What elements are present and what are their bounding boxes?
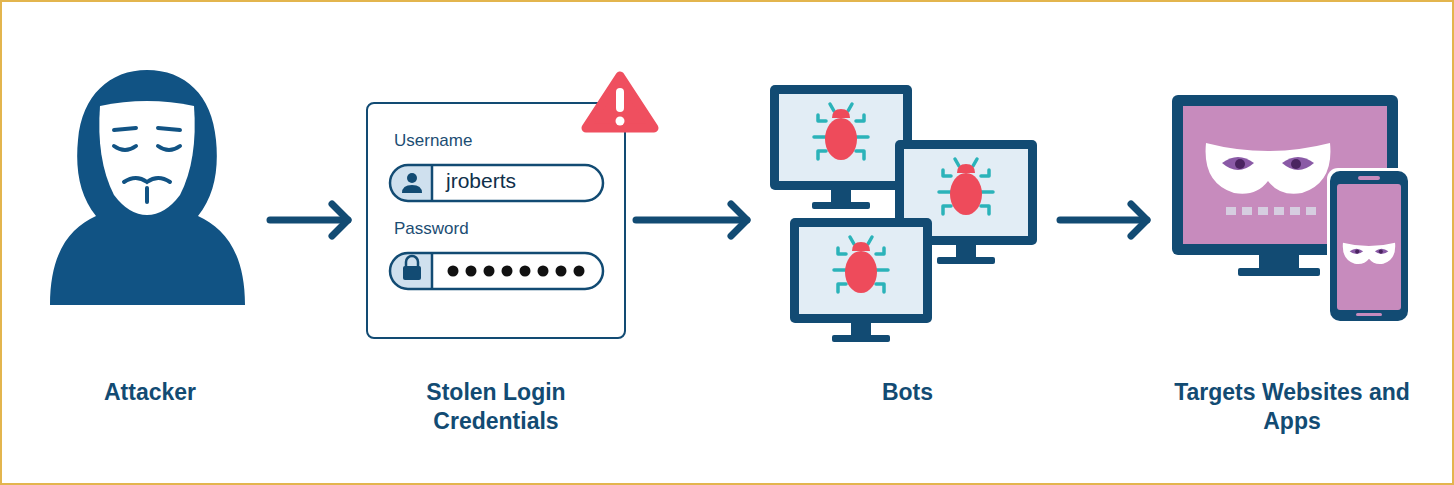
flow-arrow [636,204,747,236]
field-label: Username [394,130,594,152]
targets-group: Targets Websites and Apps [1165,85,1420,445]
caption-label: Stolen Login Credentials [396,378,596,436]
credential-form: Username jrobertsPasswordStolen Login Cre… [366,75,626,440]
caption-label: Targets Websites and Apps [1172,378,1412,436]
field-value: jroberts [446,168,596,194]
caption-label: Attacker [40,378,260,407]
bots-group: Bots [765,80,1050,440]
field-label: Password [394,218,594,240]
flow-arrow [1060,204,1147,236]
caption-label: Bots [765,378,1050,407]
flow-arrow [270,204,348,236]
attacker-group: Attacker [40,70,260,440]
